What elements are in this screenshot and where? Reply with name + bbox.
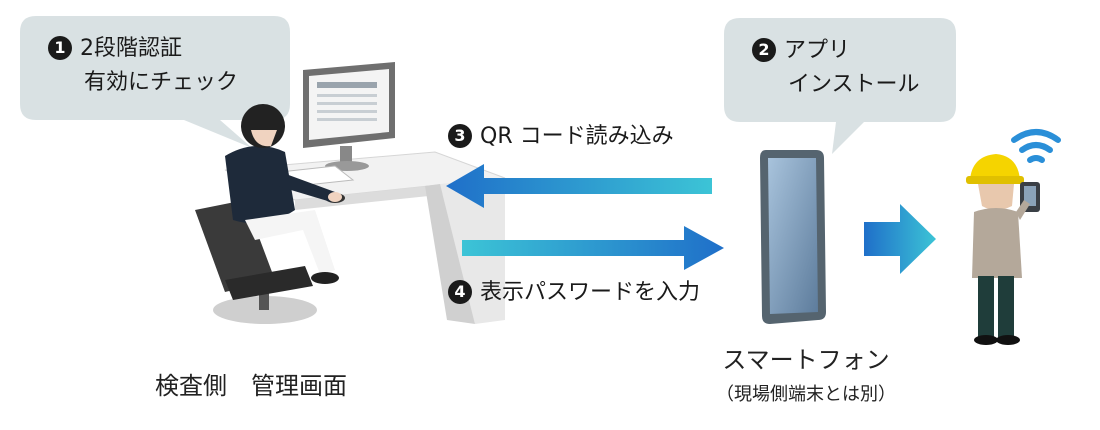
right-caption-main: スマートフォン <box>722 346 890 374</box>
step2-number-badge: 2 <box>752 38 776 62</box>
step4-number-badge: 4 <box>448 280 472 304</box>
step3-number-badge: 3 <box>448 124 472 148</box>
step4-text: 表示パスワードを入力 <box>480 280 701 305</box>
step1-number-badge: 1 <box>48 36 72 60</box>
step3-label: 3 QR コード読み込み <box>448 122 674 152</box>
field-worker-illustration <box>966 129 1061 345</box>
speech-bubble-step2 <box>724 18 956 154</box>
step3-text: QR コード読み込み <box>480 124 674 149</box>
arrow-step4 <box>462 226 724 270</box>
step2-line2: インストール <box>788 72 920 97</box>
arrow-to-field-worker <box>864 204 936 274</box>
step4-label: 4 表示パスワードを入力 <box>448 278 700 308</box>
wifi-icon <box>1011 129 1061 163</box>
step1-line2: 有効にチェック <box>84 70 239 95</box>
right-caption-sub: （現場側端末とは別） <box>716 384 896 405</box>
left-caption: 検査側 管理画面 <box>155 372 347 400</box>
step1-line1: 2段階認証 <box>80 36 182 61</box>
step1-bubble: 1 2段階認証 有効にチェック <box>48 32 238 100</box>
speech-bubble-step1 <box>20 16 290 148</box>
step2-line1: アプリ <box>784 38 851 63</box>
step2-bubble: 2 アプリ インストール <box>752 34 920 102</box>
arrow-step3 <box>446 164 712 208</box>
smartphone-illustration <box>760 150 826 324</box>
